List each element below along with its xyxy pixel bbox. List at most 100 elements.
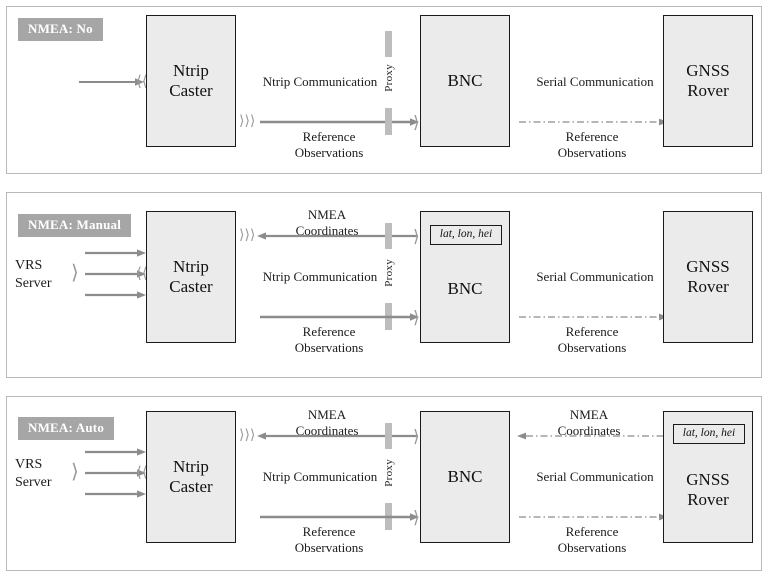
nmea-line1: NMEA	[307, 407, 347, 422]
reference-observations-line2: Observations	[294, 540, 364, 556]
label-serial-communication: Serial Communication	[536, 74, 654, 89]
arrow-vrs-stream-1	[85, 248, 147, 258]
arrow-vrs-stream-3	[85, 290, 147, 300]
antenna-transmit-icon: ⟩⟩⟩	[239, 114, 256, 129]
ntrip-caster-label-line2: Caster	[169, 277, 213, 296]
arrow-vrs-stream-2	[85, 468, 147, 478]
label-vrs-server: VRS Server	[15, 257, 75, 292]
arrow-vrs-stream-2	[85, 269, 147, 279]
nmea-coordinates-line2: Coordinates	[295, 423, 359, 439]
reference-observations-line2: Observations	[294, 340, 364, 356]
vrs-transmit-icon: ⟩	[71, 262, 79, 284]
reference-observations-line1: Reference	[302, 324, 356, 339]
label-reference-observations-right: Reference Observations	[532, 129, 652, 162]
label-reference-observations-left: Reference Observations	[269, 324, 389, 357]
proxy-bar-upper	[385, 31, 392, 57]
nmea-line1: NMEA	[307, 207, 347, 222]
reference-observations-line1: Reference	[302, 129, 356, 144]
coords-box-bnc: lat, lon, hei	[430, 225, 502, 245]
label-vrs-server: VRS Server	[15, 456, 75, 491]
label-reference-observations-right: Reference Observations	[532, 524, 652, 557]
arrow-reference-observations-caster-bnc	[260, 117, 420, 127]
nmea-coordinates-line2: Coordinates	[557, 423, 621, 439]
ntrip-caster-label-line2: Caster	[169, 477, 213, 496]
bnc-label: BNC	[447, 70, 483, 90]
antenna-bnc-receive-icon: ⟩	[413, 308, 420, 327]
arrow-nmea-coordinates-bnc-caster	[257, 431, 417, 441]
arrow-vrs-stream-3	[85, 489, 147, 499]
label-proxy: Proxy	[383, 64, 395, 92]
arrow-reference-observations-bnc-rover	[519, 512, 669, 522]
coords-box-rover: lat, lon, hei	[673, 424, 745, 444]
node-gnss-rover: GNSS Rover	[663, 15, 753, 147]
node-ntrip-caster: Ntrip Caster	[146, 15, 236, 147]
ntrip-caster-label-line2: Caster	[169, 81, 213, 100]
node-bnc: BNC	[420, 411, 510, 543]
reference-observations-line1: Reference	[565, 524, 619, 539]
node-ntrip-caster: Ntrip Caster	[146, 211, 236, 343]
gnss-rover-label-line2: Rover	[687, 81, 729, 100]
label-ntrip-communication: Ntrip Communication	[262, 469, 378, 484]
reference-observations-line2: Observations	[557, 540, 627, 556]
panel-nmea-auto: NMEA: Auto VRS Server ⟩ ⟨⟨⟨ Ntrip Caster…	[6, 396, 762, 571]
gnss-rover-label-line2: Rover	[687, 277, 729, 296]
vrs-server-line1: VRS	[15, 457, 43, 472]
node-gnss-rover: GNSS Rover	[663, 211, 753, 343]
label-nmea-coordinates-left: NMEA Coordinates	[263, 207, 391, 240]
node-bnc: lat, lon, hei BNC	[420, 211, 510, 343]
proxy-bar-lower	[385, 108, 392, 135]
arrow-reference-observations-bnc-rover	[519, 312, 669, 322]
nmea-coordinates-line2: Coordinates	[295, 223, 359, 239]
label-reference-observations-left: Reference Observations	[269, 129, 389, 162]
panel-nmea-manual: NMEA: Manual VRS Server ⟩ ⟨⟨⟨ Ntrip Cast…	[6, 192, 762, 378]
vrs-server-line1: VRS	[15, 258, 43, 273]
gnss-rover-label-line1: GNSS	[686, 469, 730, 489]
proxy-bar-upper	[385, 423, 392, 449]
reference-observations-line2: Observations	[557, 145, 627, 161]
vrs-server-line2: Server	[15, 275, 52, 291]
label-serial-communication: Serial Communication	[536, 269, 654, 284]
antenna-nmea-receive-icon: ⟩⟩⟩	[239, 228, 256, 243]
gnss-rover-label-line2: Rover	[687, 490, 729, 509]
label-reference-observations-right: Reference Observations	[532, 324, 652, 357]
arrow-nmea-coordinates-rover-bnc	[517, 431, 667, 441]
antenna-bnc-receive-icon: ⟩	[413, 508, 420, 527]
vrs-transmit-icon: ⟩	[71, 461, 79, 483]
ntrip-caster-label-line1: Ntrip	[173, 256, 209, 276]
reference-observations-line2: Observations	[294, 145, 364, 161]
badge-nmea-mode: NMEA: Manual	[18, 214, 132, 238]
proxy-bar-upper	[385, 223, 392, 249]
label-reference-observations-left: Reference Observations	[269, 524, 389, 557]
arrow-reference-observations-caster-bnc	[260, 512, 420, 522]
reference-observations-line1: Reference	[565, 324, 619, 339]
reference-observations-line1: Reference	[302, 524, 356, 539]
label-ntrip-communication: Ntrip Communication	[262, 74, 378, 89]
node-bnc: BNC	[420, 15, 510, 147]
reference-observations-line1: Reference	[565, 129, 619, 144]
arrow-into-caster	[79, 77, 145, 87]
badge-nmea-mode: NMEA: No	[18, 18, 103, 42]
label-nmea-coordinates-right: NMEA Coordinates	[525, 407, 653, 440]
node-gnss-rover: lat, lon, hei GNSS Rover	[663, 411, 753, 543]
antenna-bnc-nmea-icon: ⟩	[413, 427, 420, 446]
arrow-nmea-coordinates-bnc-caster	[257, 231, 417, 241]
badge-nmea-mode: NMEA: Auto	[18, 417, 115, 441]
antenna-bnc-nmea-icon: ⟩	[413, 227, 420, 246]
gnss-rover-label-line1: GNSS	[686, 256, 730, 276]
panel-nmea-no: NMEA: No ⟨⟨⟨ Ntrip Caster ⟩⟩⟩ Ntrip Comm…	[6, 6, 762, 174]
bnc-label: BNC	[447, 466, 483, 486]
label-nmea-coordinates-left: NMEA Coordinates	[263, 407, 391, 440]
label-serial-communication: Serial Communication	[536, 469, 654, 484]
node-ntrip-caster: Ntrip Caster	[146, 411, 236, 543]
bnc-label: BNC	[447, 278, 483, 298]
nmea-line1: NMEA	[569, 407, 609, 422]
antenna-nmea-receive-icon: ⟩⟩⟩	[239, 428, 256, 443]
antenna-bnc-receive-icon: ⟩	[413, 113, 420, 132]
label-proxy: Proxy	[383, 259, 395, 287]
arrow-reference-observations-bnc-rover	[519, 117, 669, 127]
gnss-rover-label-line1: GNSS	[686, 60, 730, 80]
ntrip-caster-label-line1: Ntrip	[173, 60, 209, 80]
reference-observations-line2: Observations	[557, 340, 627, 356]
label-proxy: Proxy	[383, 459, 395, 487]
label-ntrip-communication: Ntrip Communication	[262, 269, 378, 284]
